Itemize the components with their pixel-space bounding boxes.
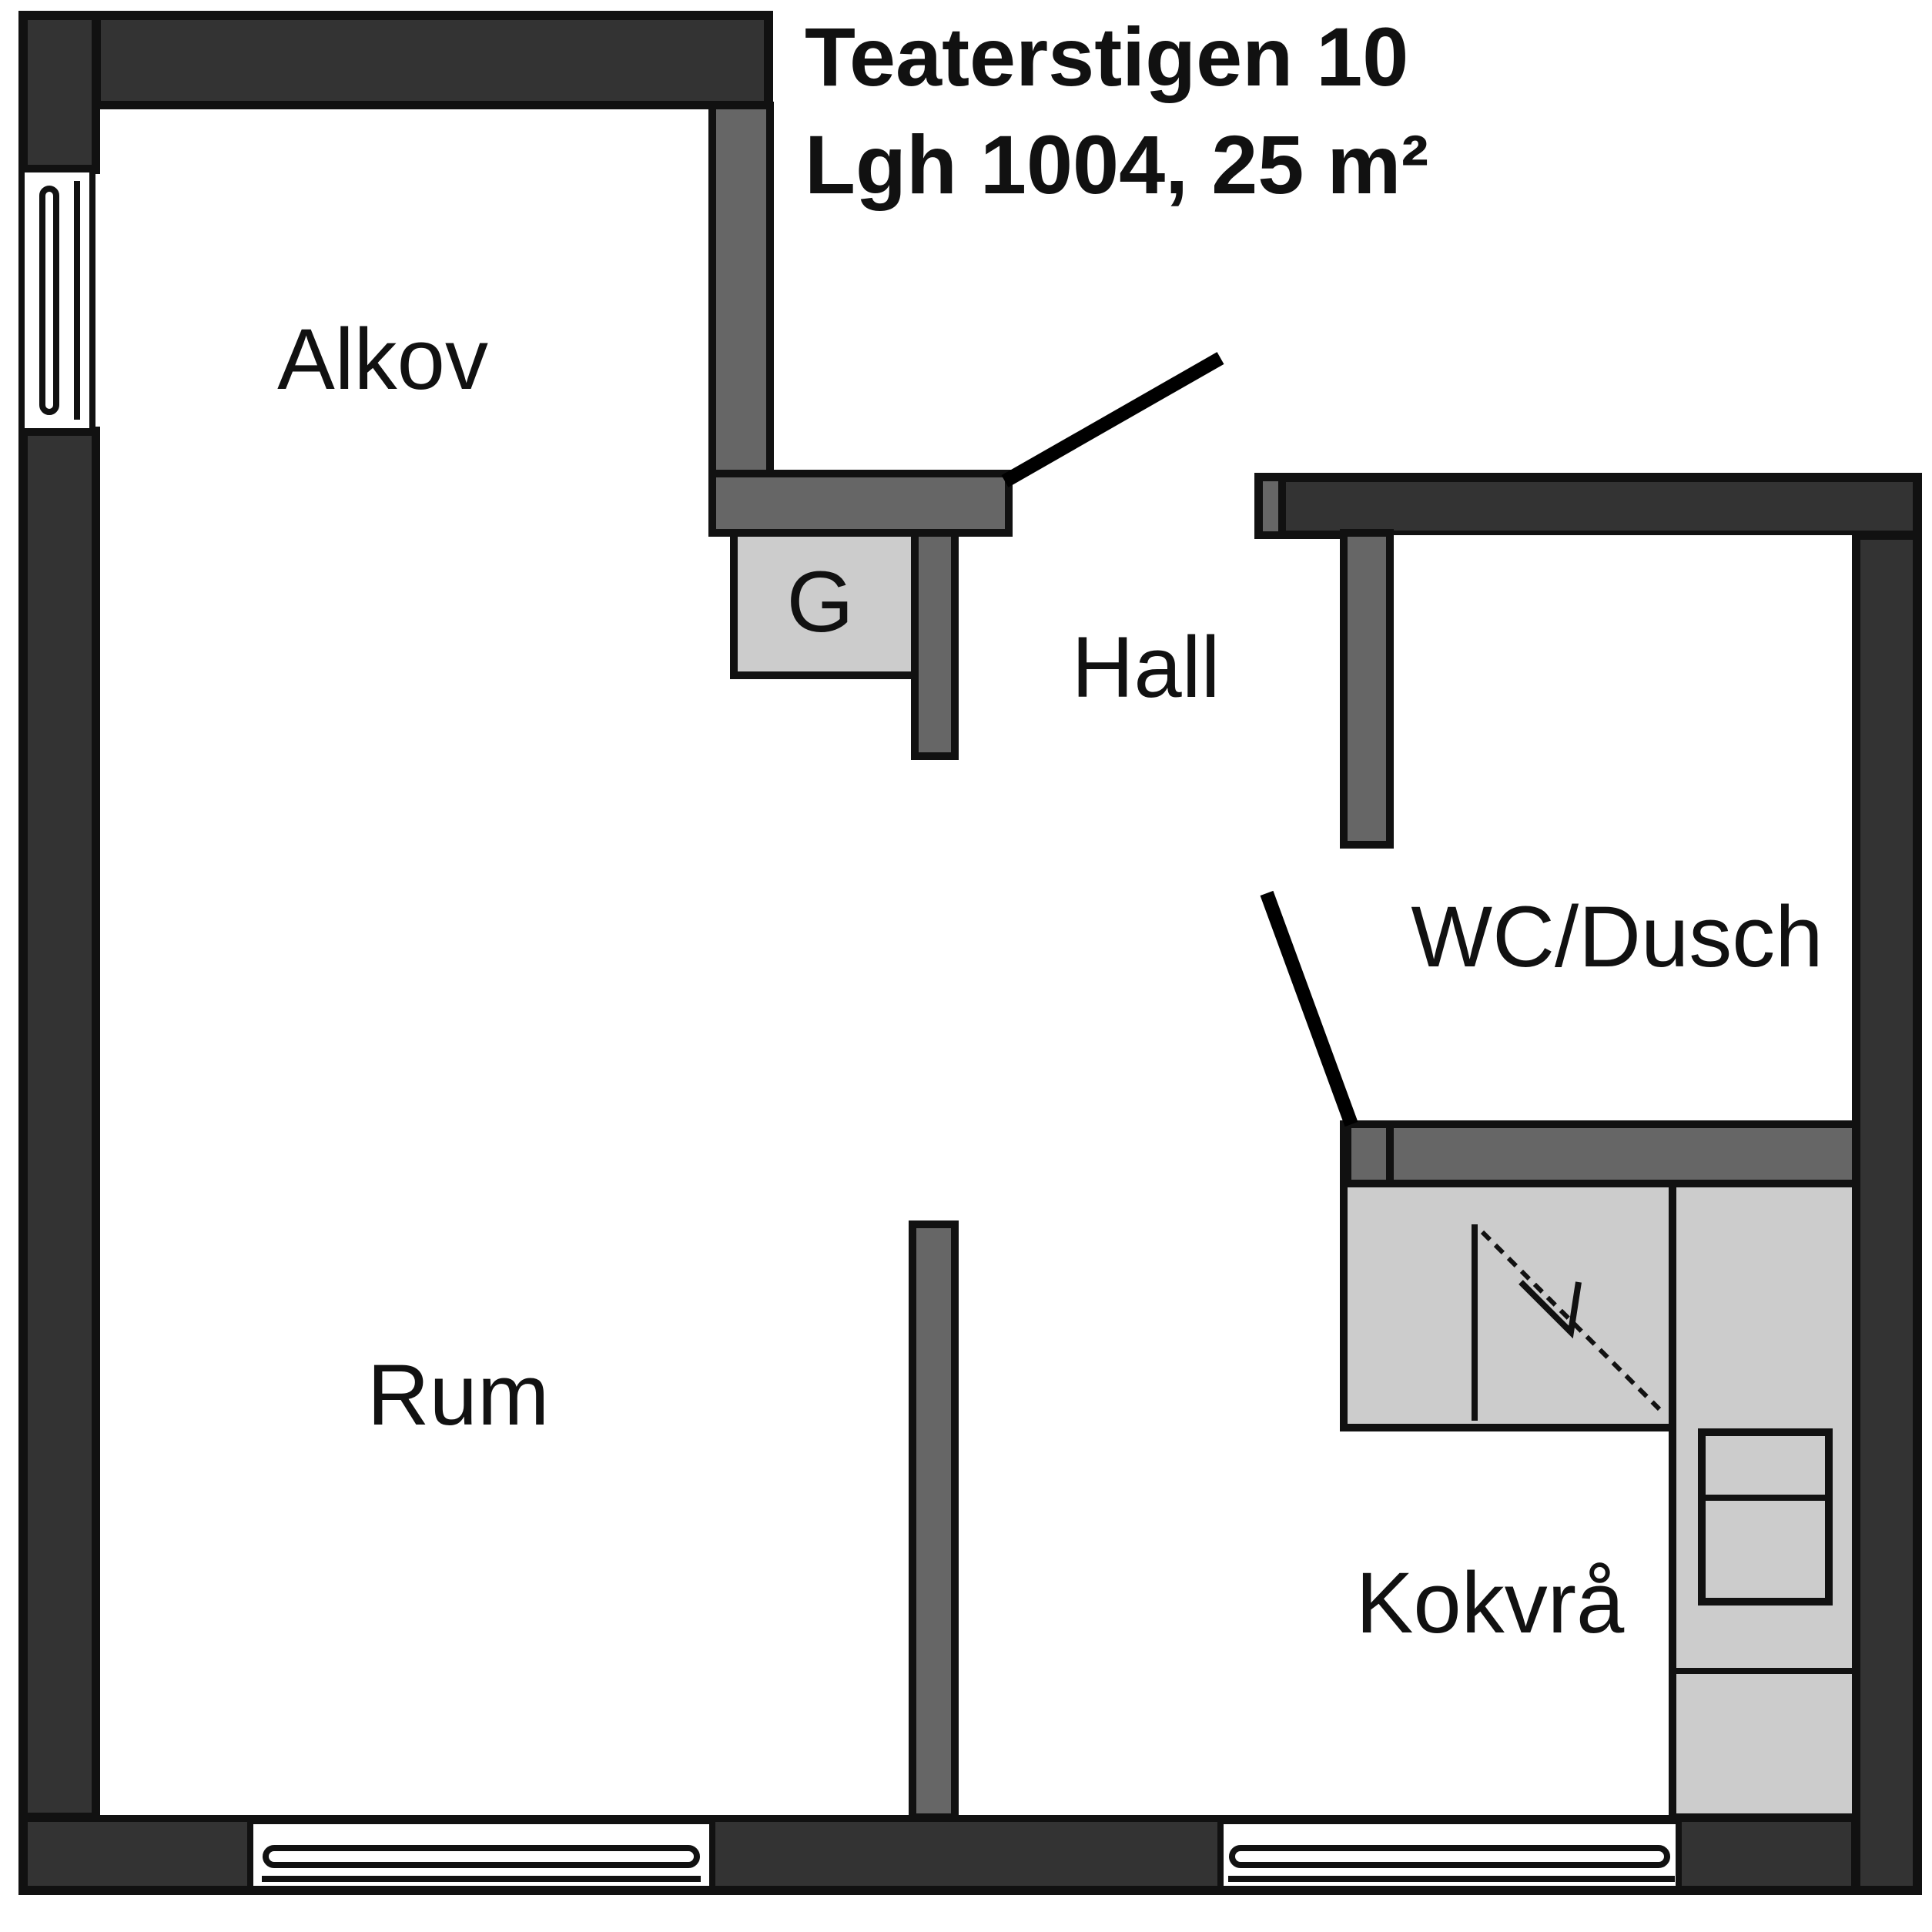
exterior-wall-left-upper	[18, 11, 101, 174]
exterior-wall-right	[1851, 473, 1922, 1895]
wall-wc-bottom	[1340, 1120, 1860, 1187]
room-label-rum: Rum	[367, 1347, 549, 1443]
room-label-alkov: Alkov	[277, 311, 488, 407]
floor-alkov-rum	[100, 109, 712, 1815]
exterior-wall-left-lower	[18, 427, 101, 1895]
interior-walls	[708, 102, 1860, 1821]
doors	[1001, 352, 1358, 1127]
room-label-hall: Hall	[1072, 619, 1220, 715]
window-bottom-right	[1217, 1818, 1682, 1892]
wc-door	[1260, 890, 1358, 1127]
window-bottom-left	[247, 1818, 715, 1892]
room-label-wc-dusch: WC/Dusch	[1411, 889, 1823, 985]
room-label-kokvra: Kokvrå	[1356, 1555, 1625, 1651]
plan-title-unit: Lgh 1004, 25 m²	[805, 118, 1429, 211]
wall-garderob-post	[911, 529, 959, 760]
floor-wc	[1394, 535, 1852, 1170]
windows	[18, 166, 1682, 1892]
kitchen-fixtures	[1340, 1180, 1860, 1821]
wall-wc-jamb	[1344, 1120, 1394, 1187]
plan-title-address: Teaterstigen 10	[805, 10, 1409, 103]
window-left	[18, 166, 95, 434]
wall-entrance-jamb	[1255, 474, 1286, 539]
wall-rum-partition	[909, 1220, 959, 1821]
exterior-wall-top-left	[18, 11, 773, 110]
entrance-door	[1001, 352, 1224, 487]
stove	[1698, 1428, 1833, 1606]
garderob-box	[730, 529, 919, 679]
sink	[1480, 1230, 1662, 1411]
wall-above-garderob	[708, 470, 1013, 537]
exterior-wall-top-right	[1254, 473, 1922, 540]
room-label-garderob: G	[786, 554, 853, 650]
wall-hall-wc	[1340, 529, 1394, 849]
wall-alkov-vertical	[708, 102, 774, 537]
